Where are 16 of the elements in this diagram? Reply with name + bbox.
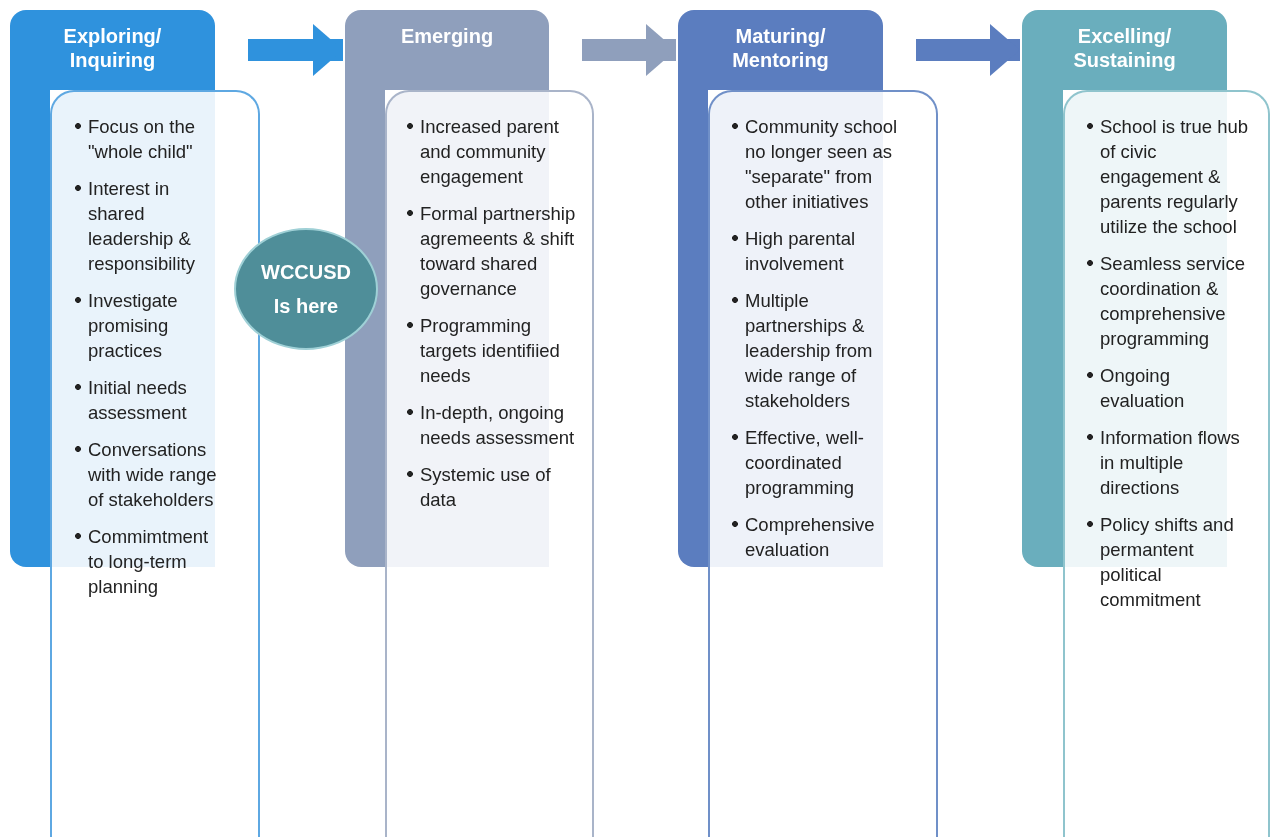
stage-header-panel [10,10,215,90]
stage-title: Emerging [399,24,495,48]
stage-header-panel [678,10,883,90]
stage-card [708,90,938,837]
stage-header-panel [1022,10,1227,90]
stage-header-panel [345,10,549,90]
block-arrow [916,24,1020,76]
status-label: WCCUSD Is here [261,260,351,319]
stage-card [50,90,260,837]
stage-card [1063,90,1270,837]
block-arrow [248,24,343,76]
stage-card [385,90,594,837]
stage-title: Maturing/ Mentoring [731,24,830,72]
block-arrow [582,24,676,76]
stage-title: Exploring/ Inquiring [62,24,163,72]
stage-title: Excelling/ Sustaining [1072,24,1177,72]
